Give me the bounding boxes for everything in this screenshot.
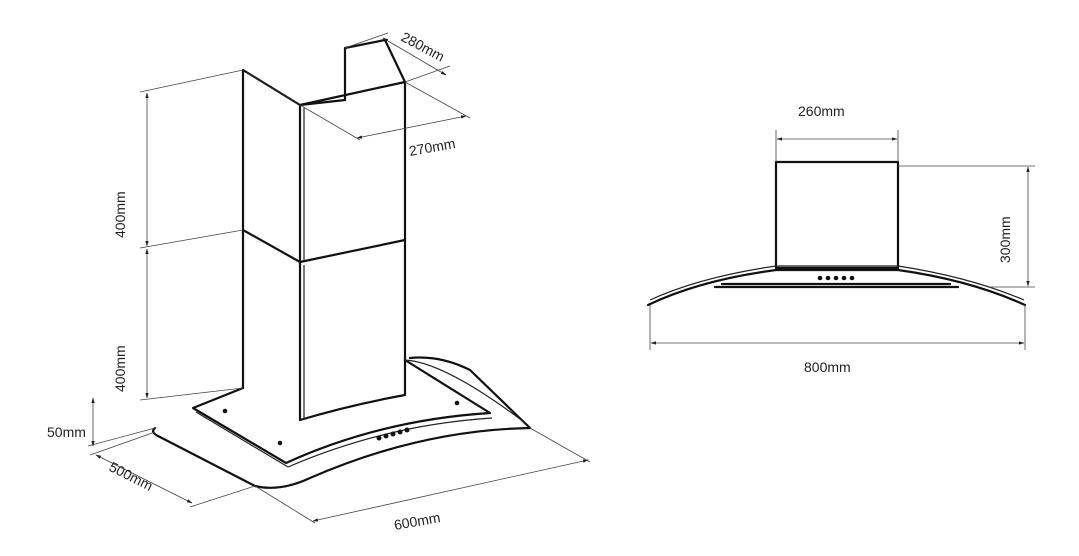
dim-400mm-upper: 400mm (112, 191, 128, 238)
perspective-view: 280mm 270mm 400mm 400mm 50mm 500mm 600mm (47, 29, 591, 533)
dim-280mm: 280mm (399, 29, 448, 65)
dim-500mm: 500mm (107, 458, 156, 493)
dim-270mm: 270mm (408, 135, 457, 159)
control-buttons (376, 427, 410, 441)
glass-panel (151, 356, 532, 489)
chimney-back-panel (343, 38, 407, 102)
dim-50mm: 50mm (47, 424, 86, 440)
front-chimney (774, 160, 900, 270)
dim-300mm: 300mm (997, 216, 1013, 263)
dim-400mm-lower: 400mm (112, 345, 128, 392)
front-view: 260mm 300mm 800mm (646, 103, 1035, 375)
dim-260mm: 260mm (798, 103, 845, 119)
lower-chimney (241, 228, 407, 422)
front-glass-arc (646, 268, 1027, 307)
dim-600mm: 600mm (393, 509, 442, 533)
front-control-buttons (817, 275, 855, 281)
canopy (191, 358, 492, 465)
dim-800mm: 800mm (804, 359, 851, 375)
upper-chimney (241, 68, 407, 264)
